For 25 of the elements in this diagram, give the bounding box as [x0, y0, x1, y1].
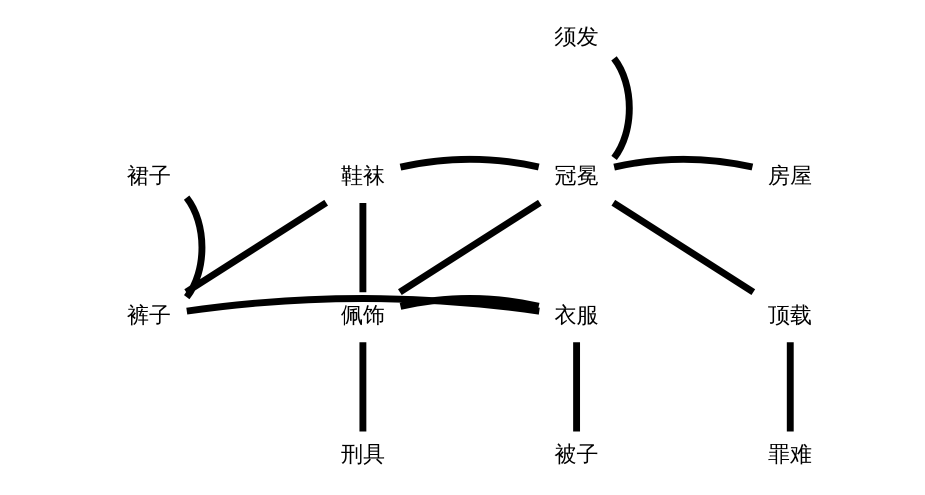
connector: [573, 342, 580, 432]
connector: [398, 200, 542, 296]
node-text: 须发: [554, 24, 599, 50]
node-text: 顶载: [768, 303, 812, 328]
connector: [786, 342, 794, 432]
connector: [184, 200, 328, 296]
node-text: 罪难: [768, 442, 812, 468]
connector: [613, 156, 754, 170]
node-text: 房屋: [768, 164, 812, 190]
connector: [400, 295, 540, 310]
connector: [186, 295, 540, 315]
connector: [184, 196, 206, 300]
node-text: 冠冕: [554, 164, 599, 190]
node-text: 衣服: [554, 303, 599, 328]
node-text: 佩饰: [340, 303, 385, 328]
connector: [359, 342, 366, 432]
node-text: 刑具: [340, 442, 385, 468]
connector: [359, 203, 366, 292]
node-text: 鞋袜: [340, 164, 385, 190]
node-text: 被子: [554, 442, 599, 468]
node-text: 裤子: [127, 303, 172, 328]
connector: [400, 156, 540, 170]
node-text: 裙子: [127, 164, 172, 190]
connector: [611, 200, 756, 296]
connector: [611, 56, 633, 160]
